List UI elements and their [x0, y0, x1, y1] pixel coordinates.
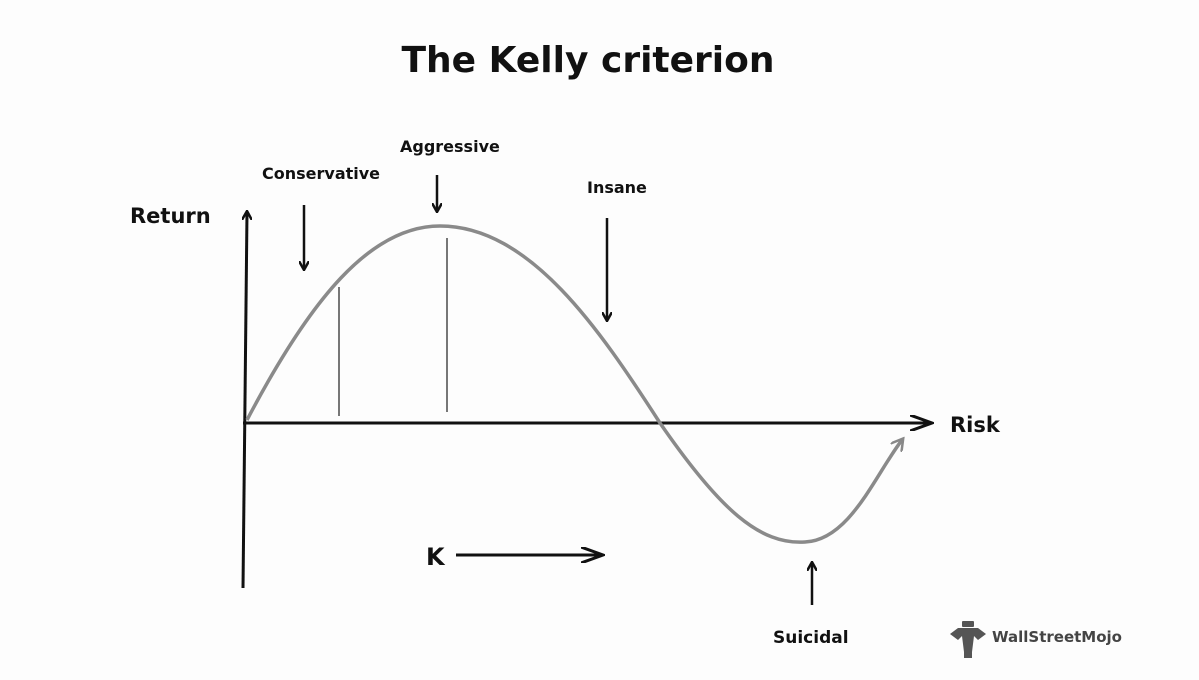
diagram-title: The Kelly criterion: [401, 40, 774, 81]
label-conservative: Conservative: [262, 164, 380, 183]
label-suicidal: Suicidal: [773, 628, 849, 648]
label-insane: Insane: [587, 178, 647, 197]
label-aggressive: Aggressive: [400, 137, 500, 156]
y-axis: [241, 212, 247, 589]
return-curve: [245, 224, 902, 544]
logo-mascot-icon: [950, 621, 986, 658]
wallstreetmojo-logo: WallStreetMojo: [950, 621, 1122, 658]
logo-text: WallStreetMojo: [992, 628, 1122, 646]
x-axis-label: Risk: [950, 413, 1001, 437]
y-axis-label: Return: [130, 204, 211, 228]
label-k: K: [426, 543, 446, 571]
